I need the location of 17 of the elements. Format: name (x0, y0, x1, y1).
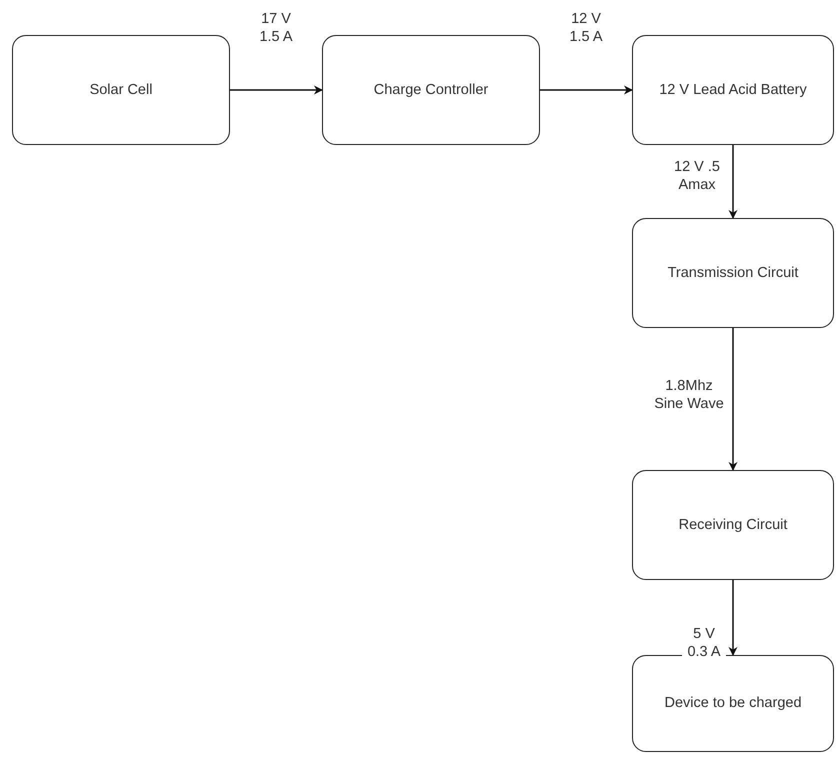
process-box (632, 470, 834, 580)
arrow (728, 580, 738, 656)
box-label: Device to be charged (664, 694, 802, 713)
process-box (632, 218, 834, 328)
box-label: 12 V Lead Acid Battery (659, 80, 807, 100)
process-box (322, 35, 540, 145)
arrow (230, 86, 323, 94)
box-label: Solar Cell (90, 80, 152, 100)
box-label: Charge Controller (374, 80, 488, 100)
process-box (12, 35, 230, 145)
arrow (540, 86, 633, 94)
process-box (632, 35, 834, 145)
box-label: Transmission Circuit (668, 264, 798, 282)
process-box (632, 655, 834, 752)
arrow (728, 145, 738, 219)
arrow (728, 328, 738, 471)
box-label: Receiving Circuit (678, 516, 788, 534)
